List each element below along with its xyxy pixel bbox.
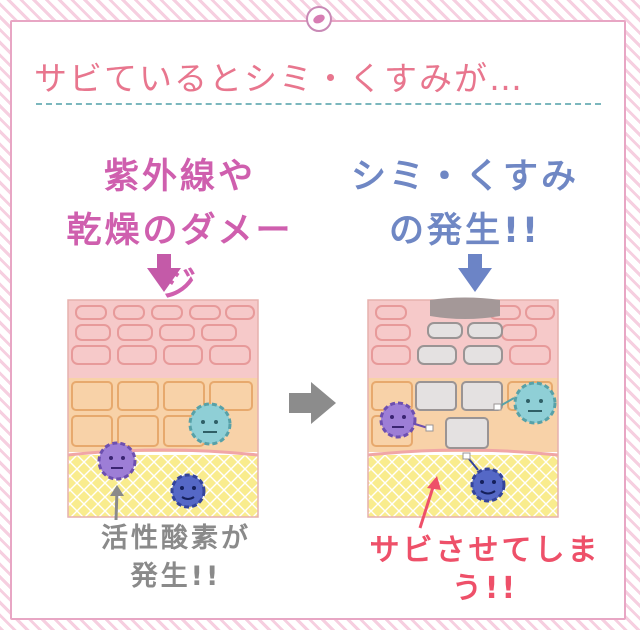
active-oxygen-character-icon bbox=[97, 441, 137, 481]
active-oxygen-character-icon bbox=[379, 401, 434, 439]
right-caption-line-2: の発生!! bbox=[389, 211, 541, 251]
skin-cross-section-left bbox=[67, 299, 259, 521]
right-note: サビさせてしまう!! bbox=[369, 533, 601, 606]
left-caption-line-1: 紫外線や bbox=[103, 157, 256, 197]
left-note: 活性酸素が 発生!! bbox=[66, 520, 286, 596]
skin-cross-section-right bbox=[367, 297, 559, 529]
active-oxygen-character-icon bbox=[493, 381, 557, 425]
title-divider bbox=[36, 103, 601, 105]
active-oxygen-character-icon bbox=[462, 452, 506, 503]
left-note-line-2: 発生!! bbox=[130, 561, 222, 592]
left-caption: 紫外線や 乾燥のダメージ bbox=[60, 150, 300, 312]
page-title: サビているとシミ・くすみが… bbox=[34, 59, 524, 98]
right-caption: シミ・くすみ の発生!! bbox=[345, 150, 585, 258]
left-note-line-1: 活性酸素が bbox=[101, 523, 251, 554]
arrow-right-icon bbox=[289, 382, 336, 424]
active-oxygen-character-icon bbox=[170, 473, 206, 509]
right-caption-line-1: シミ・くすみ bbox=[350, 157, 579, 197]
pin-icon bbox=[306, 6, 332, 32]
arrow-down-icon-left bbox=[147, 254, 181, 292]
active-oxygen-character-icon bbox=[188, 402, 232, 446]
arrow-down-icon-right bbox=[458, 254, 492, 292]
